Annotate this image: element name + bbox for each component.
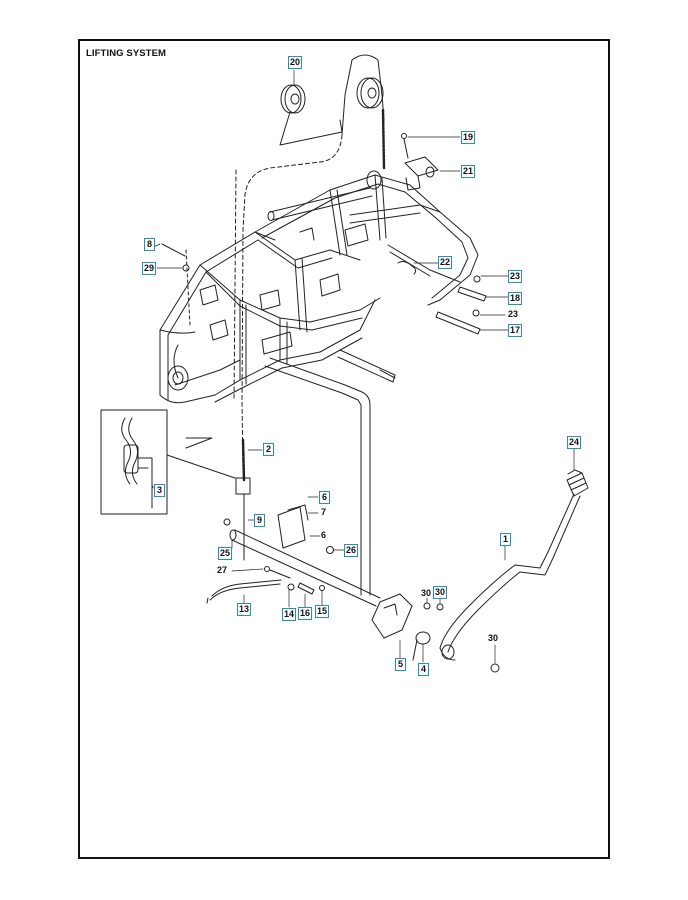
callout-1: 1 xyxy=(500,533,511,546)
chain-detail-inset xyxy=(100,409,236,515)
callout-15: 15 xyxy=(315,605,330,618)
drawing-frame xyxy=(78,39,610,859)
callout-5: 5 xyxy=(395,658,406,671)
pins-and-fasteners xyxy=(161,133,487,335)
callout-27: 27 xyxy=(217,565,228,575)
callout-23b: 23 xyxy=(508,309,519,319)
callout-30b: 30 xyxy=(433,586,448,599)
callout-4: 4 xyxy=(418,663,429,676)
callout-14: 14 xyxy=(282,608,297,621)
page-title: LIFTING SYSTEM xyxy=(86,48,167,59)
callout-20: 20 xyxy=(288,56,303,69)
callout-2: 2 xyxy=(263,443,274,456)
callout-13: 13 xyxy=(237,603,252,616)
callout-6a: 6 xyxy=(319,491,330,504)
callout-3: 3 xyxy=(154,484,165,497)
callout-30a: 30 xyxy=(421,588,432,598)
callout-22: 22 xyxy=(438,256,453,269)
callout-23a: 23 xyxy=(508,270,523,283)
callout-17: 17 xyxy=(508,324,523,337)
leader-lines xyxy=(150,69,575,664)
callout-30c: 30 xyxy=(488,633,499,643)
callout-7: 7 xyxy=(321,507,327,517)
callout-16: 16 xyxy=(298,607,313,620)
callout-29: 29 xyxy=(142,262,157,275)
callout-6b: 6 xyxy=(321,530,327,540)
callout-21: 21 xyxy=(461,165,476,178)
callout-18: 18 xyxy=(508,292,523,305)
callout-25: 25 xyxy=(218,547,233,560)
callout-8: 8 xyxy=(144,238,155,251)
lift-arm-assembly xyxy=(206,357,589,673)
callout-24: 24 xyxy=(567,436,582,449)
callout-26: 26 xyxy=(344,544,359,557)
callout-19: 19 xyxy=(461,131,476,144)
chassis-frame xyxy=(159,174,479,404)
lift-chain-and-pulleys xyxy=(233,54,386,561)
callout-9: 9 xyxy=(254,514,265,527)
